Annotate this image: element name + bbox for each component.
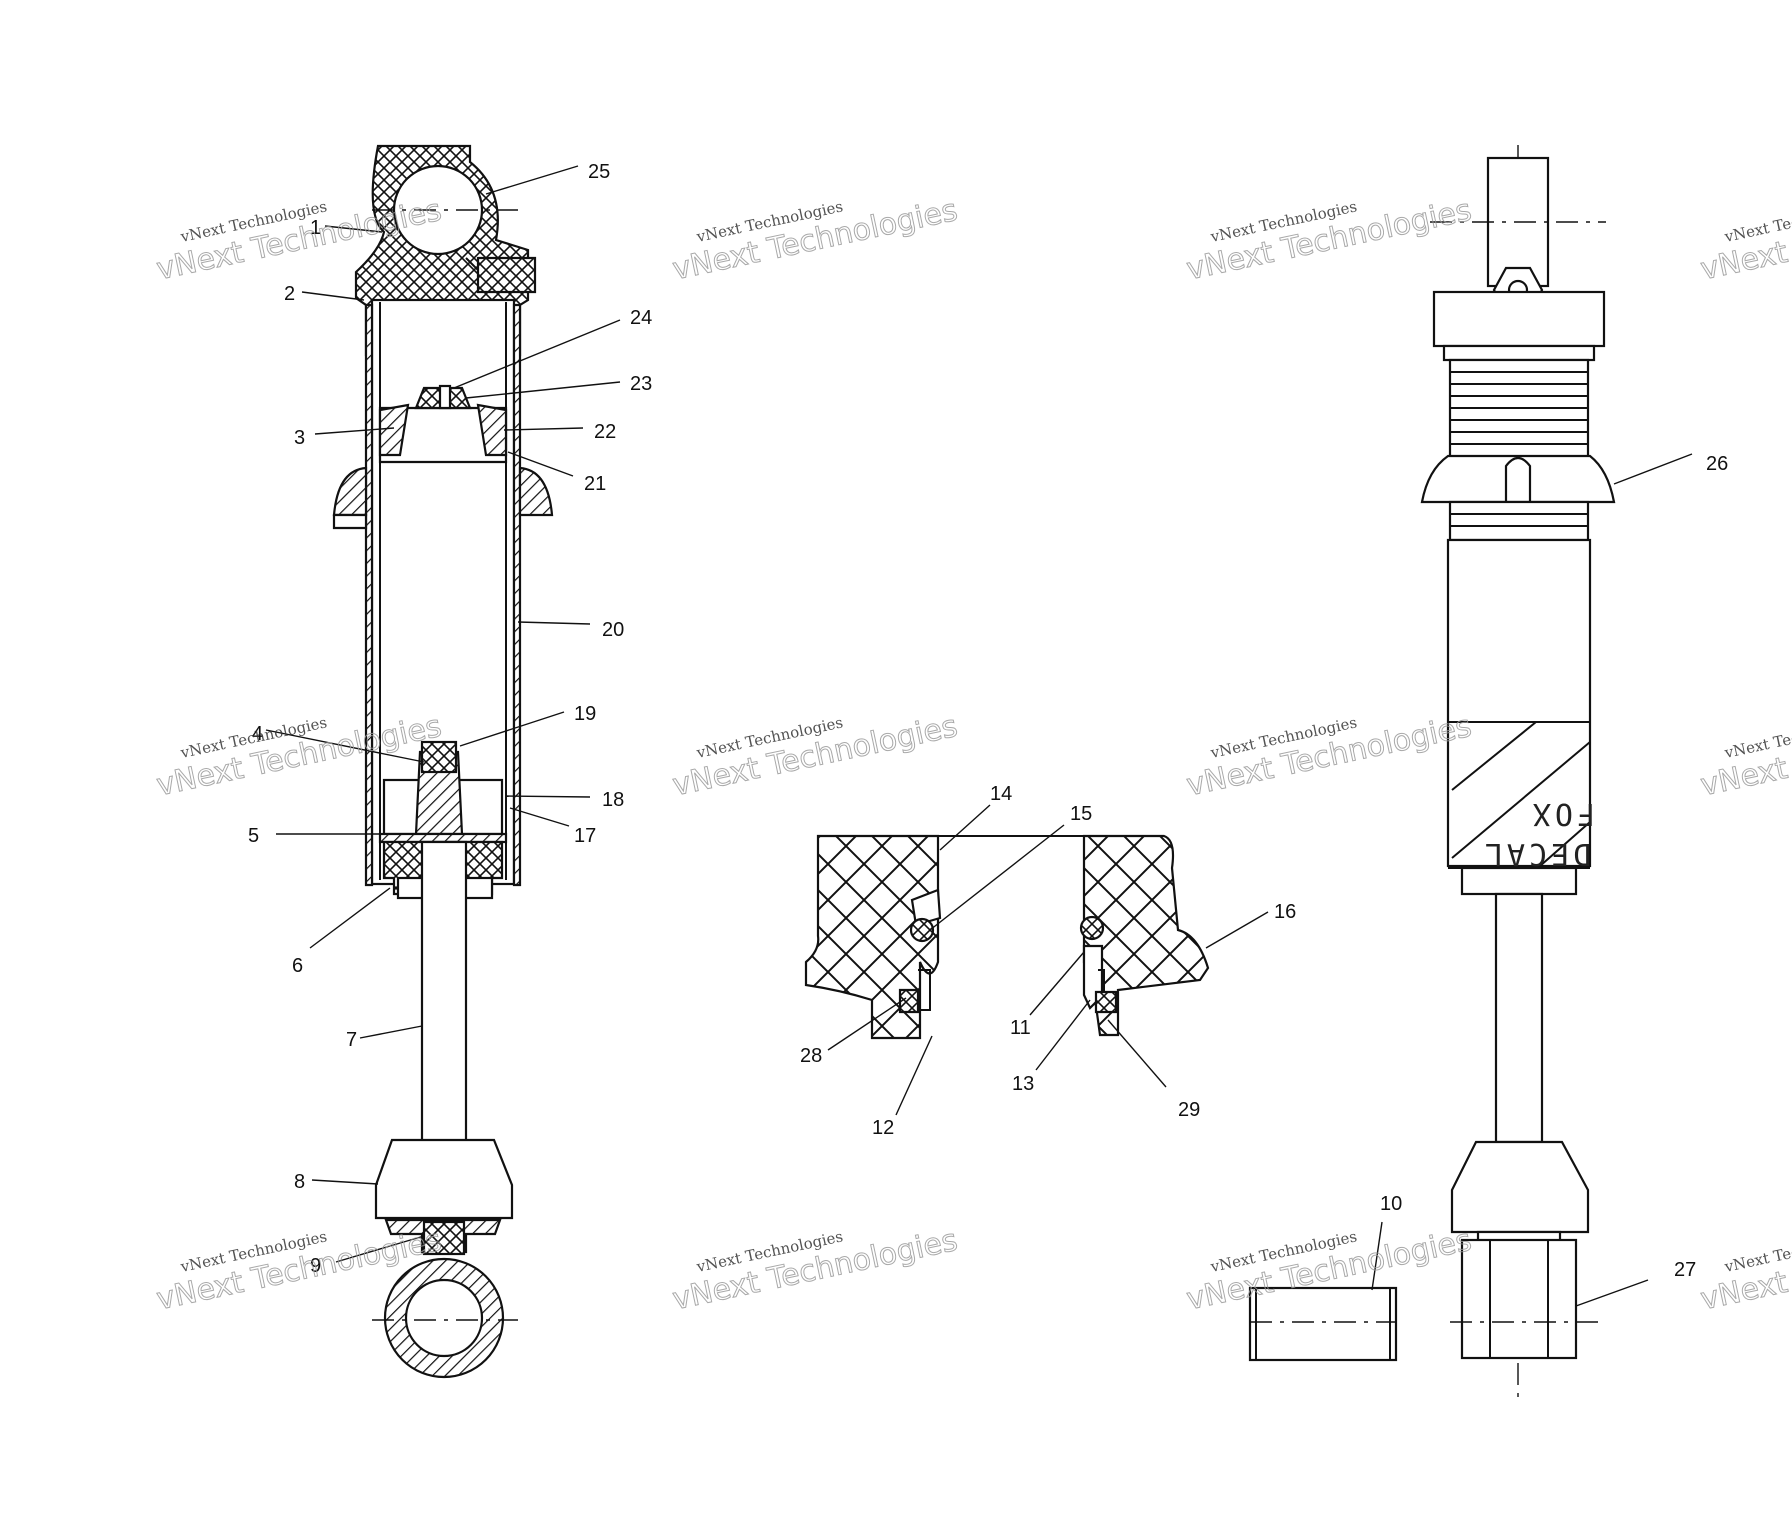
callout-27: 27 (1674, 1259, 1696, 1281)
callout-1: 1 (310, 217, 321, 239)
top-cap (1432, 290, 1606, 348)
decal-line-1: DECAL (1481, 836, 1591, 871)
callout-21: 21 (584, 473, 606, 495)
reservoir-valve-icon (476, 256, 537, 294)
seal-detail-view (804, 834, 1210, 1040)
callout-7: 7 (346, 1029, 357, 1051)
body-tube-exterior (1446, 538, 1592, 868)
right-seal-block (1082, 834, 1210, 1037)
decal-label: DECAL FOX (1481, 796, 1595, 871)
callout-28: 28 (800, 1045, 822, 1067)
spring-collar (332, 466, 368, 517)
bottom-out-bumper (374, 1138, 514, 1220)
callout-14: 14 (990, 783, 1012, 805)
callout-11: 11 (1010, 1017, 1031, 1039)
callout-26: 26 (1706, 453, 1728, 475)
leader-lines (265, 165, 1693, 1307)
lower-threads (1448, 500, 1590, 542)
lower-mount-exterior (1460, 1238, 1578, 1360)
threaded-section (1448, 358, 1590, 464)
callout-3: 3 (294, 427, 305, 449)
callout-12: 12 (872, 1117, 894, 1139)
callout-labels: 25 1 2 24 23 3 22 21 20 4 19 18 5 17 6 7… (248, 161, 1728, 1281)
callout-6: 6 (292, 955, 303, 977)
callout-5: 5 (248, 825, 259, 847)
callout-19: 19 (574, 703, 596, 725)
decal-line-2: FOX (1529, 796, 1595, 831)
exterior-shock-view: DECAL FOX (1248, 145, 1616, 1400)
callout-16: 16 (1274, 901, 1296, 923)
callout-17: 17 (574, 825, 596, 847)
bumper-exterior (1450, 1140, 1590, 1234)
callout-9: 9 (310, 1255, 321, 1277)
bushing-sleeve (1248, 1286, 1398, 1362)
shaft-exterior (1494, 892, 1544, 1144)
callout-29: 29 (1178, 1099, 1200, 1121)
callout-13: 13 (1012, 1073, 1034, 1095)
callout-10: 10 (1380, 1193, 1402, 1215)
callout-24: 24 (630, 307, 652, 329)
callout-25: 25 (588, 161, 610, 183)
callout-8: 8 (294, 1171, 305, 1193)
callout-22: 22 (594, 421, 616, 443)
callout-20: 20 (602, 619, 624, 641)
callout-23: 23 (630, 373, 652, 395)
callout-15: 15 (1070, 803, 1092, 825)
body-end-cap (1460, 866, 1578, 896)
callout-2: 2 (284, 283, 295, 305)
callout-18: 18 (602, 789, 624, 811)
cutaway-shock-view (332, 144, 554, 1379)
callout-4: 4 (252, 723, 263, 745)
